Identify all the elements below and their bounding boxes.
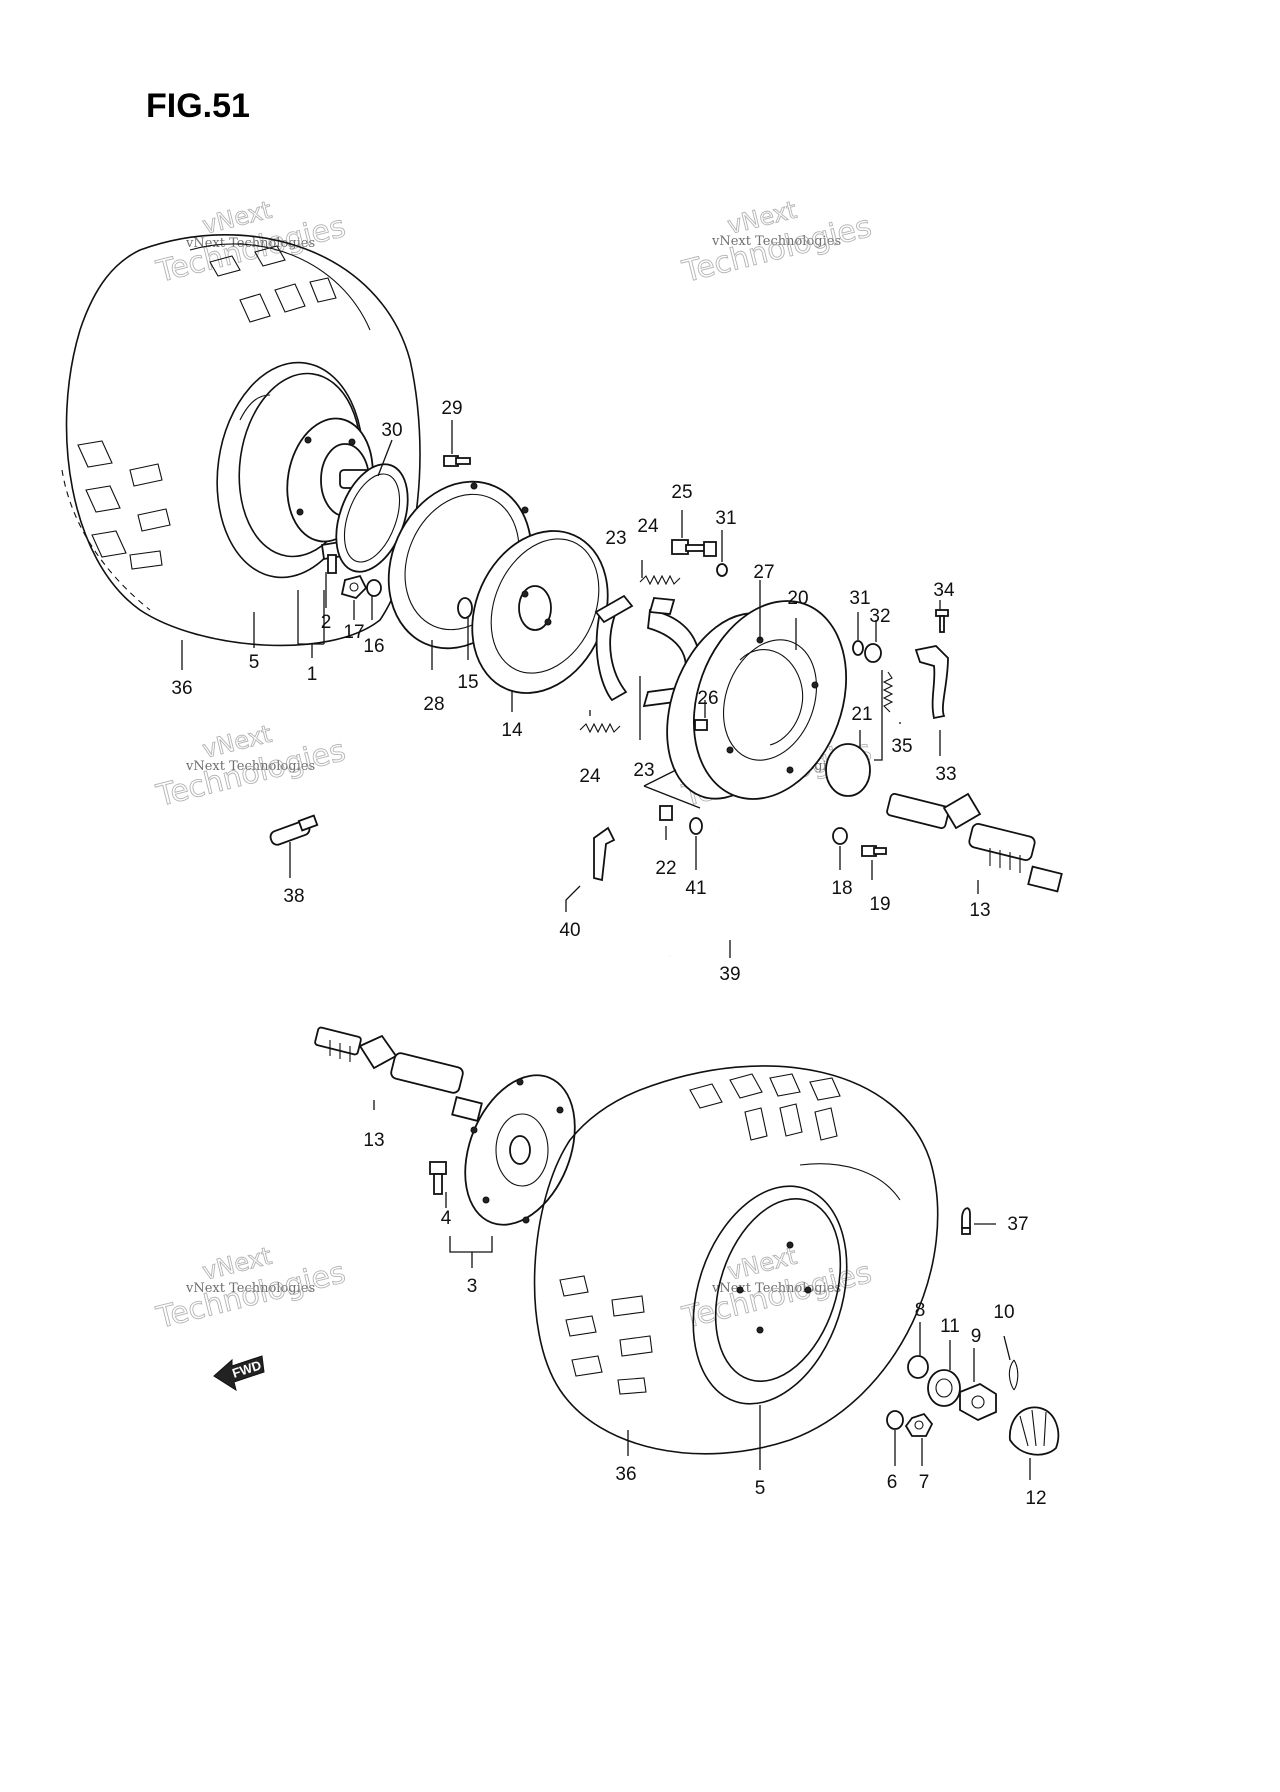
- svg-text:vNext Technologies: vNext Technologies: [185, 1281, 315, 1296]
- callout-27: 27: [753, 562, 774, 583]
- callout-11: 11: [940, 1316, 960, 1337]
- svg-text:vNext Technologies: vNext Technologies: [185, 236, 315, 251]
- callout-40: 40: [559, 920, 580, 941]
- fwd-arrow-icon: FWD: [213, 1355, 265, 1392]
- callout-16: 16: [363, 636, 384, 657]
- bracket-40-illustration: [593, 826, 616, 882]
- washer-32-illustration: [864, 643, 882, 663]
- callout-26: 26: [697, 688, 718, 709]
- callout-2: 2: [321, 612, 332, 633]
- bolt-34-illustration: [935, 609, 949, 633]
- callout-25: 25: [671, 482, 692, 503]
- bolt-19-illustration: [861, 845, 887, 857]
- brake-drum-14-illustration: [471, 530, 609, 694]
- callout-5-upper: 5: [249, 652, 260, 673]
- watermark-mid-left: vNext vNext Technologies Technologies: [152, 719, 349, 814]
- callout-1: 1: [307, 664, 318, 685]
- watermark-top-left: vNext vNext Technologies Technologies: [152, 195, 349, 290]
- figure-title: FIG.51: [146, 87, 250, 125]
- callout-21: 21: [851, 704, 872, 725]
- callout-35: 35: [891, 736, 912, 757]
- callout-18: 18: [831, 878, 852, 899]
- callout-31-right: 31: [849, 588, 870, 609]
- washer-6-illustration: [886, 1410, 904, 1430]
- callout-41: 41: [685, 878, 706, 899]
- callout-7: 7: [919, 1472, 930, 1493]
- hub-3-illustration: [464, 1074, 576, 1226]
- watermark-top-right: vNext vNext Technologies Technologies: [678, 195, 875, 290]
- valve-37-illustration: [961, 1207, 971, 1235]
- castle-nut-9-illustration: [959, 1382, 997, 1422]
- callout-13-upper: 13: [969, 900, 990, 921]
- cotter-pin-10-illustration: [1008, 1359, 1019, 1391]
- washer-8-illustration: [907, 1355, 929, 1379]
- callout-23-bottom: 23: [633, 760, 654, 781]
- nipple-26-illustration: [694, 719, 708, 731]
- brake-panel-20-illustration: [692, 600, 848, 800]
- callout-33: 33: [935, 764, 956, 785]
- lower-tire-illustration: [533, 1065, 939, 1455]
- drive-shaft-13-lower-illustration: [314, 1026, 483, 1122]
- callout-15: 15: [457, 672, 478, 693]
- callout-37: 37: [1007, 1214, 1028, 1235]
- callout-32: 32: [869, 606, 890, 627]
- callout-29: 29: [441, 398, 462, 419]
- callout-36-upper: 36: [171, 678, 192, 699]
- callout-8: 8: [915, 1300, 926, 1321]
- callout-6: 6: [887, 1472, 898, 1493]
- watermark-bottom-left: vNext vNext Technologies Technologies: [152, 1241, 349, 1336]
- callout-28: 28: [423, 694, 444, 715]
- callout-24-top: 24: [637, 516, 659, 537]
- callout-22: 22: [655, 858, 676, 879]
- callout-38: 38: [283, 886, 304, 907]
- bolt-29-illustration: [443, 455, 471, 467]
- bolt-4-illustration: [429, 1161, 447, 1195]
- callout-5-lower: 5: [755, 1478, 766, 1499]
- callout-36-lower: 36: [615, 1464, 636, 1485]
- oring-31-top-illustration: [716, 563, 728, 577]
- callout-19: 19: [869, 894, 890, 915]
- callout-4: 4: [441, 1208, 452, 1229]
- callout-23-top: 23: [605, 528, 626, 549]
- callout-24-bottom: 24: [579, 766, 601, 787]
- callout-20: 20: [787, 588, 808, 609]
- callout-30: 30: [381, 420, 402, 441]
- washer-18-illustration: [832, 827, 848, 845]
- clamp-41-illustration: [689, 817, 703, 835]
- hose-39-illustration: [667, 824, 774, 962]
- svg-text:vNext Technologies: vNext Technologies: [711, 234, 841, 249]
- spring-24-bottom-illustration: [579, 722, 621, 734]
- oring-31-right-illustration: [852, 640, 864, 656]
- svg-text:vNext Technologies: vNext Technologies: [185, 759, 315, 774]
- pin-38-illustration: [269, 814, 319, 846]
- callout-labels: 36 5 1 2 17 16 30 29 28 15 14 24 23 23 2…: [171, 398, 1046, 1509]
- brake-arm-33-illustration: [914, 645, 949, 720]
- washer-16-illustration: [366, 579, 382, 597]
- callout-12: 12: [1025, 1488, 1046, 1509]
- washer-11-illustration: [927, 1369, 961, 1407]
- callout-13-lower: 13: [363, 1130, 384, 1151]
- callout-34: 34: [933, 580, 955, 601]
- drive-shaft-13-upper-illustration: [886, 792, 1063, 893]
- oring-15-illustration: [457, 597, 473, 619]
- fitting-25-illustration: [671, 539, 717, 557]
- oring-21-illustration: [825, 743, 871, 797]
- callout-10: 10: [993, 1302, 1014, 1323]
- callout-3: 3: [467, 1276, 478, 1297]
- nut-17-illustration: [340, 574, 368, 600]
- callout-9: 9: [971, 1326, 982, 1347]
- spring-24-top-illustration: [639, 574, 681, 586]
- callout-14: 14: [501, 720, 523, 741]
- callout-31-top: 31: [715, 508, 736, 529]
- leader-lines: [181, 420, 1031, 1480]
- spring-35-illustration: [882, 671, 894, 713]
- nut-7-illustration: [904, 1412, 934, 1437]
- cap-12-illustration: [1009, 1406, 1060, 1456]
- callout-17: 17: [343, 622, 364, 643]
- callout-39: 39: [719, 964, 740, 985]
- bolt-22-illustration: [659, 805, 673, 821]
